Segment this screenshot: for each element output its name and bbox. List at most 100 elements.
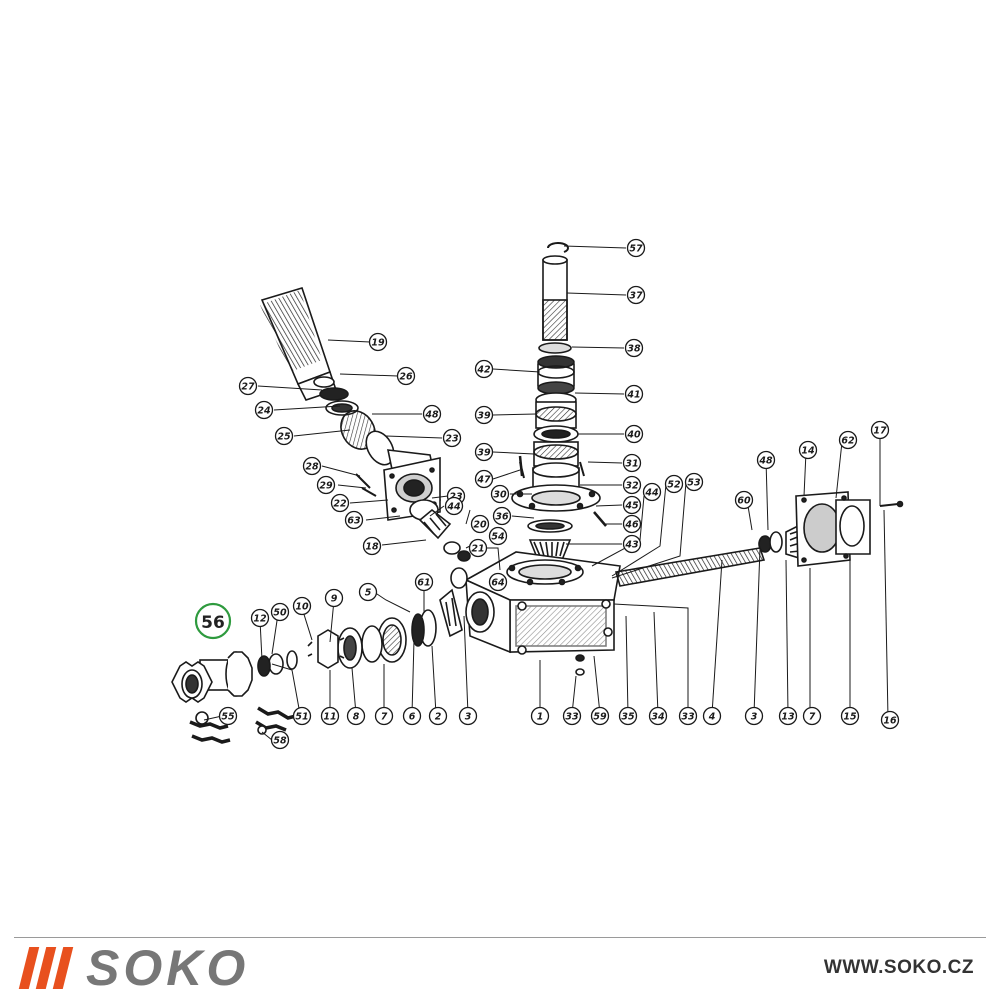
callout-61: 61 — [414, 572, 434, 592]
callout-number: 48 — [758, 456, 773, 467]
callout-circle — [330, 493, 350, 513]
brand-logo[interactable]: SOKO — [18, 940, 249, 996]
callout-number: 51 — [295, 712, 308, 723]
callout-48: 48 — [422, 404, 442, 424]
callout-number: 1 — [537, 712, 544, 723]
callout-circle — [362, 536, 382, 556]
callout-39: 39 — [474, 405, 494, 425]
gearbox-housing — [464, 551, 621, 662]
callout-circle — [778, 706, 798, 726]
callout-circle — [414, 572, 434, 592]
callout-number: 44 — [644, 488, 659, 499]
callout-number: 14 — [801, 446, 815, 457]
callout-number: 28 — [305, 462, 319, 473]
callout-16: 16 — [880, 710, 900, 730]
callout-number: 6 — [409, 712, 416, 723]
callout-42: 42 — [474, 359, 494, 379]
callout-number: 25 — [277, 432, 291, 443]
callout-number: 33 — [681, 712, 695, 723]
callout-number: 38 — [627, 344, 641, 355]
footer-divider — [14, 937, 986, 938]
logo-stripe — [52, 947, 74, 989]
callout-13: 13 — [778, 706, 798, 726]
callout-circle — [444, 496, 464, 516]
callout-24: 24 — [254, 400, 274, 420]
callout-15: 15 — [840, 706, 860, 726]
callout-circle — [492, 506, 512, 526]
website-link[interactable]: WWW.SOKO.CZ — [823, 957, 974, 978]
callout-number: 42 — [476, 365, 491, 376]
callout-circle — [734, 490, 754, 510]
callout-circle — [468, 538, 488, 558]
callout-circle — [622, 453, 642, 473]
callout-7: 7 — [802, 706, 822, 726]
callout-circle — [368, 332, 388, 352]
callout-circle — [622, 514, 642, 534]
callout-circle — [648, 706, 668, 726]
callout-circle — [474, 469, 494, 489]
callout-26: 26 — [396, 366, 416, 386]
callout-10: 10 — [292, 596, 312, 616]
callout-circle — [488, 572, 508, 592]
callout-31: 31 — [622, 453, 642, 473]
callout-number: 50 — [273, 608, 287, 619]
callout-number: 13 — [781, 712, 795, 723]
callout-7: 7 — [374, 706, 394, 726]
callout-circle — [802, 706, 822, 726]
callout-circle — [422, 404, 442, 424]
callout-number: 41 — [626, 390, 640, 401]
callout-number: 8 — [353, 712, 360, 723]
callout-labels: 5737384241394039314730323645464319262724… — [218, 238, 900, 750]
callout-circle — [744, 706, 764, 726]
callout-number: 3 — [465, 712, 472, 723]
callout-number: 57 — [629, 244, 643, 255]
callout-number: 12 — [253, 614, 267, 625]
callout-17: 17 — [870, 420, 890, 440]
callout-number: 10 — [295, 602, 309, 613]
callout-circle — [358, 582, 378, 602]
callout-29: 29 — [316, 475, 336, 495]
callout-20: 20 — [470, 514, 490, 534]
callout-circle — [474, 359, 494, 379]
callout-circle — [316, 475, 336, 495]
callout-34: 34 — [648, 706, 668, 726]
callout-19: 19 — [368, 332, 388, 352]
callout-number: 63 — [347, 516, 361, 527]
callout-circle — [250, 608, 270, 628]
callout-circle — [488, 526, 508, 546]
callout-circle — [274, 426, 294, 446]
callout-58: 58 — [270, 730, 290, 750]
callout-40: 40 — [624, 424, 644, 444]
callout-circle — [530, 706, 550, 726]
callout-number: 21 — [471, 544, 484, 555]
callout-number: 58 — [273, 736, 287, 747]
callout-circle — [624, 338, 644, 358]
callout-circle — [270, 602, 290, 622]
callout-number: 39 — [477, 411, 491, 422]
callout-number: 20 — [473, 520, 487, 531]
highlight-part-56: 56 — [194, 602, 232, 640]
callout-circle — [292, 706, 312, 726]
callout-2: 2 — [428, 706, 448, 726]
callout-54: 54 — [488, 526, 508, 546]
callout-number: 11 — [323, 712, 336, 723]
callout-circle — [470, 514, 490, 534]
callout-circle — [396, 366, 416, 386]
callout-circle — [624, 424, 644, 444]
callout-number: 46 — [624, 520, 639, 531]
callout-circle — [218, 706, 238, 726]
callout-number: 44 — [446, 502, 461, 513]
callout-circle — [642, 482, 662, 502]
callout-9: 9 — [324, 588, 344, 608]
callout-14: 14 — [798, 440, 818, 460]
callout-48: 48 — [756, 450, 776, 470]
callout-circle — [622, 495, 642, 515]
callout-number: 4 — [708, 712, 716, 723]
callout-23: 23 — [442, 428, 462, 448]
callout-number: 32 — [625, 481, 639, 492]
callout-circle — [590, 706, 610, 726]
callout-number: 18 — [365, 542, 379, 553]
callout-53: 53 — [684, 472, 704, 492]
vertical-shaft-assembly — [511, 242, 607, 561]
callout-32: 32 — [622, 475, 642, 495]
